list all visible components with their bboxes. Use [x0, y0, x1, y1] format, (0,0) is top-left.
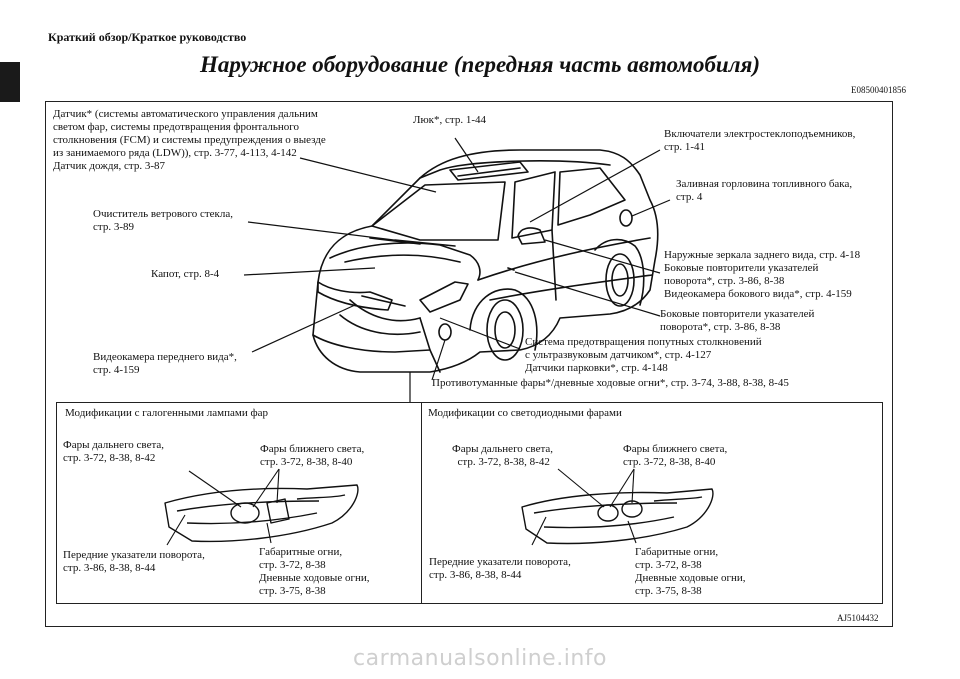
side-repeaters-label: Боковые повторители указателей поворота*… — [660, 308, 815, 333]
led-position-lights-label: Габаритные огни, стр. 3-72, 8-38 Дневные… — [635, 546, 746, 597]
led-panel-title: Модификации со светодиодными фарами — [428, 407, 622, 419]
halogen-panel: Модификации с галогенными лампами фар Фа… — [56, 402, 422, 604]
fuel-filler-label: Заливная горловина топливного бака, стр.… — [676, 178, 853, 203]
led-headlight-illustration — [521, 468, 714, 546]
halogen-turn-signal-label: Передние указатели поворота, стр. 3-86, … — [63, 549, 205, 574]
led-high-beam-label: Фары дальнего света, стр. 3-72, 8-38, 8-… — [452, 443, 554, 468]
halogen-position-lights-label: Габаритные огни, стр. 3-72, 8-38 Дневные… — [259, 546, 370, 597]
page-header: Краткий обзор/Краткое руководство — [48, 30, 247, 44]
wiper-label: Очиститель ветрового стекла, стр. 3-89 — [93, 208, 233, 233]
led-turn-signal-label: Передние указатели поворота, стр. 3-86, … — [429, 556, 571, 581]
power-windows-label: Включатели электростеклоподъемников, стр… — [664, 128, 856, 153]
figure-id: AJ5104432 — [837, 613, 879, 623]
led-low-beam-label: Фары ближнего света, стр. 3-72, 8-38, 8-… — [623, 443, 728, 468]
front-camera-label: Видеокамера переднего вида*, стр. 4-159 — [93, 351, 237, 376]
halogen-headlight-illustration — [164, 468, 359, 546]
sensor-label: Датчик* (системы автоматического управле… — [53, 108, 326, 172]
halogen-panel-title: Модификации с галогенными лампами фар — [65, 407, 268, 419]
page-title: Наружное оборудование (передняя часть ав… — [199, 52, 761, 77]
hood-label: Капот, стр. 8-4 — [151, 268, 220, 280]
mirrors-label: Наружные зеркала заднего вида, стр. 4-18… — [664, 249, 861, 300]
sunroof-label: Люк*, стр. 1-44 — [413, 114, 487, 126]
document-code: E08500401856 — [851, 85, 906, 95]
led-panel: Модификации со светодиодными фарами Фары… — [421, 402, 883, 604]
illustration-frame — [45, 101, 893, 627]
watermark-text: carmanualsonline.info — [353, 646, 607, 671]
halogen-low-beam-label: Фары ближнего света, стр. 3-72, 8-38, 8-… — [260, 443, 365, 468]
sonar-label: Система предотвращения попутных столкнов… — [525, 336, 762, 374]
fog-lights-label: Противотуманные фары*/дневные ходовые ог… — [432, 377, 789, 389]
section-tab — [0, 62, 20, 102]
halogen-high-beam-label: Фары дальнего света, стр. 3-72, 8-38, 8-… — [63, 439, 165, 464]
